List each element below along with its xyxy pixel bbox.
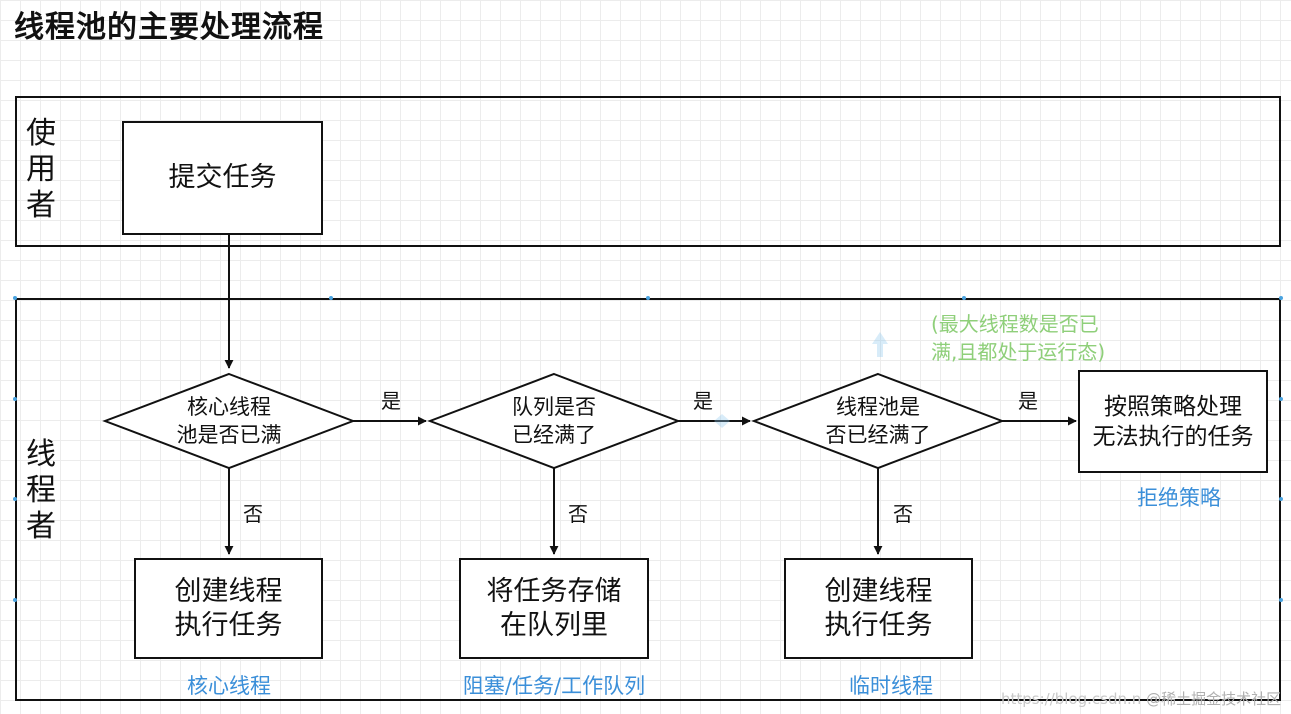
create-core-thread-box: 创建线程 执行任务 bbox=[134, 558, 323, 659]
box-label-line: 将任务存储 bbox=[486, 575, 622, 607]
user-lane bbox=[15, 96, 1281, 247]
thread-lane-label: 线 程 者 bbox=[24, 437, 58, 545]
decision-text-line: 否已经满了 bbox=[825, 423, 931, 447]
note-line: 满,且都处于运行态) bbox=[931, 340, 1106, 364]
lane-label-char: 用 bbox=[26, 152, 56, 187]
decision-text-line: 已经满了 bbox=[512, 423, 596, 447]
box-label-line: 执行任务 bbox=[824, 609, 933, 641]
caption-core-thread: 核心线程 bbox=[187, 674, 271, 698]
caption-blocking-queue: 阻塞/任务/工作队列 bbox=[462, 674, 646, 698]
selection-handles bbox=[13, 296, 1283, 602]
caption-reject-policy: 拒绝策略 bbox=[1137, 486, 1221, 510]
decision-text-line: 队列是否 bbox=[512, 395, 596, 419]
note-line: (最大线程数是否已 bbox=[931, 312, 1099, 336]
lane-label-char: 线 bbox=[26, 437, 56, 472]
box-label-line: 创建线程 bbox=[824, 575, 933, 607]
lane-label-char: 程 bbox=[26, 473, 56, 508]
hint-arrow-icon bbox=[714, 332, 888, 428]
yes-label-core: 是 bbox=[381, 389, 401, 413]
decision-text-line: 线程池是 bbox=[836, 395, 920, 419]
caption-temp-thread: 临时线程 bbox=[849, 674, 933, 698]
lane-label-char: 者 bbox=[26, 509, 56, 544]
lane-label-char: 使 bbox=[26, 116, 56, 151]
store-in-queue-box: 将任务存储 在队列里 bbox=[459, 558, 649, 659]
box-label-line: 无法执行的任务 bbox=[1092, 423, 1254, 450]
box-label-line: 在队列里 bbox=[500, 609, 608, 641]
no-label-pool: 否 bbox=[893, 502, 913, 526]
yes-label-pool: 是 bbox=[1018, 389, 1038, 413]
watermark: https://blog.csdn.n @稀土掘金技术社区 bbox=[1001, 688, 1281, 709]
page-title: 线程池的主要处理流程 bbox=[14, 10, 324, 45]
submit-task-box: 提交任务 bbox=[122, 121, 323, 235]
decision-pool-full-label: 线程池是 否已经满了 bbox=[798, 393, 958, 449]
decision-queue-full-label: 队列是否 已经满了 bbox=[474, 393, 634, 449]
box-label: 提交任务 bbox=[168, 162, 277, 193]
lane-label-char: 者 bbox=[26, 188, 56, 223]
decision-text-line: 核心线程 bbox=[187, 395, 271, 419]
decision-text-line: 池是否已满 bbox=[176, 423, 282, 447]
box-label-line: 按照策略处理 bbox=[1104, 393, 1242, 420]
yes-label-queue: 是 bbox=[693, 389, 713, 413]
no-label-core: 否 bbox=[243, 502, 263, 526]
watermark-brand: @稀土掘金技术社区 bbox=[1146, 690, 1282, 708]
watermark-url: https://blog.csdn.n bbox=[1001, 690, 1142, 708]
max-threads-note: (最大线程数是否已 满,且都处于运行态) bbox=[931, 310, 1105, 366]
create-temp-thread-box: 创建线程 执行任务 bbox=[784, 558, 973, 659]
reject-policy-box: 按照策略处理 无法执行的任务 bbox=[1078, 370, 1268, 473]
no-label-queue: 否 bbox=[568, 502, 588, 526]
user-lane-label: 使 用 者 bbox=[24, 116, 58, 224]
box-label-line: 执行任务 bbox=[174, 609, 283, 641]
box-label-line: 创建线程 bbox=[174, 575, 283, 607]
decision-core-full-label: 核心线程 池是否已满 bbox=[149, 393, 309, 449]
